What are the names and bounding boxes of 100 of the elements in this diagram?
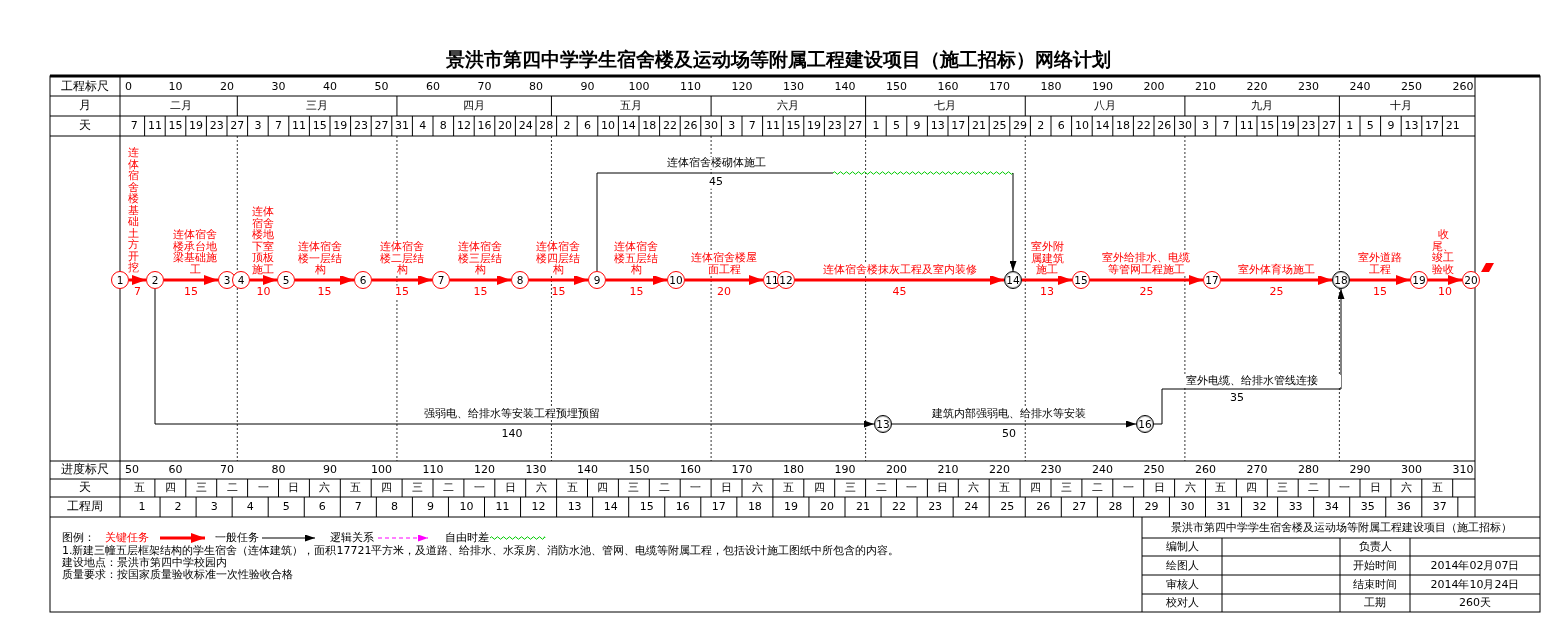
day-number: 17 — [951, 119, 966, 133]
event-circle: 7 — [432, 271, 450, 289]
day-number: 30 — [704, 119, 719, 133]
day-number: 11 — [1239, 119, 1254, 133]
day-number: 25 — [992, 119, 1007, 133]
scale-number: 130 — [525, 463, 547, 477]
weekday-label: 五 — [133, 481, 145, 495]
note-text: 1.新建三幢五层框架结构的学生宿舍（连体建筑），面积17721平方米，及道路、给排水、水泵房、消防水池、管网、电缆等附属工程，包括设计施工图纸中所包含的内容。 — [62, 544, 900, 557]
scale-number: 140 — [834, 80, 856, 94]
edge-label: 连体宿舍楼承台地梁基础施工 — [172, 229, 218, 275]
event-circle: 11 — [763, 271, 781, 289]
event-circle: 20 — [1462, 271, 1480, 289]
event-circle: 18 — [1332, 271, 1350, 289]
scale-number: 20 — [220, 80, 234, 94]
day-number: 19 — [333, 119, 348, 133]
weekday-label: 二 — [875, 481, 887, 495]
day-number: 1 — [1346, 119, 1354, 133]
week-number: 35 — [1360, 500, 1375, 514]
day-number: 24 — [518, 119, 533, 133]
arrow — [372, 275, 432, 285]
edge-label: 连体宿舍楼一层结构 — [297, 241, 343, 276]
day-number: 2 — [563, 119, 571, 133]
row-header: 工程标尺 — [61, 80, 109, 94]
day-number: 17 — [1425, 119, 1440, 133]
scale-number: 180 — [1040, 80, 1062, 94]
weekday-label: 二 — [659, 481, 671, 495]
day-number: 19 — [807, 119, 822, 133]
day-number: 7 — [275, 119, 282, 133]
event-circle: 15 — [1072, 271, 1090, 289]
table-text: 负责人 — [1358, 540, 1392, 554]
table-text: 开始时间 — [1353, 559, 1397, 573]
day-number: 30 — [1177, 119, 1192, 133]
title: 景洪市第四中学学生宿舍楼及运动场等附属工程建设项目（施工招标）网络计划 — [445, 49, 1111, 71]
arrow — [596, 171, 1017, 272]
week-number: 1 — [138, 500, 146, 514]
row-header: 天 — [79, 481, 91, 495]
table-text: 编制人 — [1165, 540, 1199, 554]
week-number: 34 — [1324, 500, 1339, 514]
edge-label: 收尾、竣工验收 — [1431, 229, 1455, 275]
weekday-label: 五 — [999, 481, 1011, 495]
day-number: 18 — [642, 119, 657, 133]
scale-number: 220 — [1246, 80, 1268, 94]
day-number: 20 — [498, 119, 513, 133]
week-number: 33 — [1288, 500, 1303, 514]
day-number: 2 — [1037, 119, 1045, 133]
scale-number: 160 — [680, 463, 701, 477]
arrow — [1221, 275, 1332, 285]
legend-label: 一般任务 — [215, 531, 259, 545]
week-number: 19 — [783, 500, 798, 514]
duration-label: 45 — [709, 175, 723, 189]
day-number: 10 — [1074, 119, 1089, 133]
arrow — [295, 275, 354, 285]
day-number: 9 — [913, 119, 921, 133]
event-circle: 16 — [1136, 415, 1154, 433]
arrow — [1022, 275, 1072, 285]
table-text: 2014年02月07日 — [1430, 559, 1520, 573]
day-number: 7 — [130, 119, 138, 133]
day-number: 29 — [1013, 119, 1028, 133]
weekday-label: 日 — [1369, 481, 1381, 495]
day-number: 3 — [1202, 119, 1209, 133]
scale-number: 90 — [323, 463, 337, 477]
weekday-label: 四 — [164, 481, 176, 495]
scale-number: 60 — [168, 463, 183, 477]
month-label: 六月 — [777, 99, 800, 113]
table-text: 绘图人 — [1165, 559, 1199, 573]
day-number: 7 — [1222, 119, 1230, 133]
weekday-label: 一 — [690, 481, 702, 495]
weekday-label: 二 — [1308, 481, 1320, 495]
day-number: 18 — [1116, 119, 1131, 133]
scale-number: 180 — [783, 463, 804, 477]
week-number: 25 — [1000, 500, 1015, 514]
month-label: 十月 — [1390, 99, 1413, 113]
week-number: 12 — [531, 500, 546, 514]
scale-number: 220 — [989, 463, 1010, 477]
arrow — [129, 275, 146, 285]
day-number: 28 — [539, 119, 554, 133]
weekday-label: 六 — [968, 481, 980, 495]
scale-number: 10 — [168, 80, 183, 94]
weekday-label: 日 — [937, 481, 949, 495]
day-number: 23 — [353, 119, 368, 133]
day-number: 1 — [872, 119, 880, 133]
week-number: 14 — [603, 500, 618, 514]
day-number: 27 — [230, 119, 245, 133]
scale-number: 150 — [886, 80, 907, 94]
day-number: 13 — [1404, 119, 1419, 133]
edge-label: 连体宿舍楼二层结构 — [379, 241, 425, 276]
day-number: 23 — [209, 119, 224, 133]
month-label: 八月 — [1094, 99, 1117, 113]
scale-number: 140 — [577, 463, 598, 477]
week-number: 28 — [1108, 500, 1123, 514]
event-circle: 12 — [777, 271, 795, 289]
weekday-label: 三 — [844, 481, 856, 495]
event-circle: 14 — [1004, 271, 1022, 289]
week-number: 22 — [892, 500, 907, 514]
week-number: 24 — [964, 500, 979, 514]
scale-number: 200 — [886, 463, 907, 477]
scale-number: 210 — [937, 463, 959, 477]
week-number: 17 — [711, 500, 726, 514]
edge-label: 连体宿舍楼四层结构 — [535, 241, 581, 276]
weekday-label: 六 — [535, 481, 547, 495]
